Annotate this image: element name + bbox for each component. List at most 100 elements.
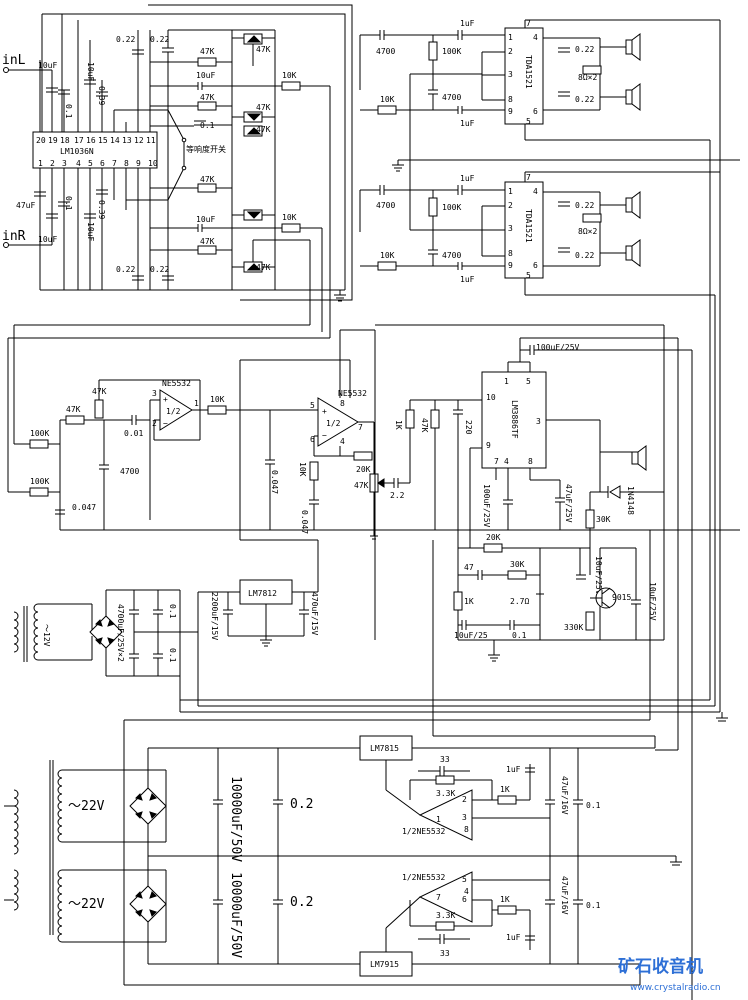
svg-text:1uF: 1uF: [506, 933, 521, 942]
cap-10uF-3: 10uF: [38, 235, 57, 244]
lm3886-label: LM3886TF: [510, 400, 519, 439]
svg-text:4: 4: [464, 887, 469, 896]
svg-text:0.22: 0.22: [575, 251, 594, 260]
loudness-switch-contact-1[interactable]: [181, 137, 187, 143]
lm7815-label: LM7815: [370, 744, 399, 753]
svg-text:0.1: 0.1: [512, 631, 527, 640]
svg-text:220: 220: [464, 420, 473, 435]
svg-text:0.047: 0.047: [270, 470, 279, 494]
svg-text:100K: 100K: [442, 203, 461, 212]
svg-text:3: 3: [152, 389, 157, 398]
svg-text:33: 33: [440, 949, 450, 958]
watermark-url: www.crystalradio.cn: [630, 983, 721, 993]
svg-text:1uF: 1uF: [506, 765, 521, 774]
lm1036-caps: 10uF 0.1 10uF 0.39 0.22 0.22 47uF 10uF 0…: [16, 30, 174, 290]
svg-text:5: 5: [526, 377, 531, 386]
svg-text:2: 2: [462, 795, 467, 804]
speaker-top-2: [625, 89, 633, 105]
opamp-half-top: [418, 789, 473, 841]
lm1036-pin-bottom: 2: [50, 159, 55, 168]
svg-text:10K: 10K: [282, 213, 297, 222]
ne5532-b-label: NE5532: [338, 389, 367, 398]
svg-text:9: 9: [486, 441, 491, 450]
svg-text:1K: 1K: [464, 597, 474, 606]
cap-10uF-4: 10uF: [86, 222, 95, 241]
svg-text:1N4148: 1N4148: [626, 486, 635, 515]
lm1036-pin-bottom: 8: [124, 159, 129, 168]
svg-text:4700: 4700: [442, 93, 461, 102]
svg-text:10uF: 10uF: [196, 71, 215, 80]
svg-text:30K: 30K: [510, 560, 525, 569]
lm1036-label: LM1036N: [60, 147, 94, 156]
svg-text:47K: 47K: [256, 125, 271, 134]
svg-text:7: 7: [494, 457, 499, 466]
svg-text:100K: 100K: [442, 47, 461, 56]
input-left-jack[interactable]: [3, 67, 9, 73]
svg-text:9015: 9015: [612, 593, 631, 602]
lm1036-wiring: [8, 20, 345, 291]
outer-bus-lines: [41, 4, 353, 301]
svg-text:1: 1: [508, 33, 513, 42]
speaker-bottom-1: [625, 197, 633, 213]
svg-text:0.1: 0.1: [586, 801, 601, 810]
cap-10uF-1: 10uF: [38, 61, 57, 70]
svg-text:2.7Ω: 2.7Ω: [510, 597, 529, 606]
svg-text:7: 7: [526, 19, 531, 28]
transformer-12v: ～12V 4700uF/25V×2 0.1 0.1: [13, 589, 728, 722]
svg-text:9: 9: [508, 107, 513, 116]
opamp-ne5532-b: [317, 397, 359, 447]
lm1036-pin-top: 17: [74, 136, 84, 145]
svg-text:10K: 10K: [210, 395, 225, 404]
lm1036-pin-bottom: 10: [148, 159, 158, 168]
svg-text:3.3K: 3.3K: [436, 789, 455, 798]
tda1521-bottom: TDA1521 1 2 3 8 9 4 6 7 5 4700 1uF 100K …: [359, 20, 740, 712]
svg-text:0.22: 0.22: [575, 201, 594, 210]
input-right-label: inR: [2, 229, 26, 244]
lm1036-pots: 47K 47K 10uF 10K 47K 47K 0.1 47K: [7, 29, 346, 493]
watermark: 矿石收音机 www.crystalradio.cn: [618, 956, 721, 993]
svg-text:30K: 30K: [596, 515, 611, 524]
loudness-switch-label: 等响度开关: [186, 144, 226, 154]
opamp-ne5532-a: [159, 389, 193, 431]
svg-text:1: 1: [504, 377, 509, 386]
svg-text:47K: 47K: [256, 45, 271, 54]
svg-text:100uF/25V: 100uF/25V: [482, 484, 491, 528]
mute-circuit: 20K 47 30K 1K 2.7Ω 10uF/25 0.1 10uF/25V …: [453, 533, 664, 662]
svg-text:8: 8: [340, 399, 345, 408]
svg-text:9: 9: [508, 261, 513, 270]
svg-text:10: 10: [486, 393, 496, 402]
svg-text:47K: 47K: [420, 418, 429, 433]
svg-text:3: 3: [536, 417, 541, 426]
cap-022-4: 0.22: [150, 265, 169, 274]
svg-text:0.22: 0.22: [575, 95, 594, 104]
svg-text:8: 8: [528, 457, 533, 466]
svg-text:4: 4: [533, 33, 538, 42]
svg-text:4700uF/25V×2: 4700uF/25V×2: [116, 604, 125, 662]
svg-text:470uF/15V: 470uF/15V: [310, 592, 319, 636]
svg-text:5: 5: [310, 401, 315, 410]
speaker-top-1: [625, 39, 633, 55]
lm1036-pin-bottom: 3: [62, 159, 67, 168]
svg-text:47K: 47K: [66, 405, 81, 414]
lm1036-pin-top: 12: [134, 136, 144, 145]
svg-text:7: 7: [526, 173, 531, 182]
lm7812-label: LM7812: [248, 589, 277, 598]
svg-text:4700: 4700: [376, 47, 395, 56]
svg-text:47K: 47K: [354, 481, 369, 490]
input-jacks: inL inR: [2, 53, 26, 248]
loudness-switch-contact-2[interactable]: [181, 165, 187, 171]
lm1036-pin-top: 16: [86, 136, 96, 145]
svg-text:3: 3: [462, 813, 467, 822]
lm1036-pin-top: 14: [110, 136, 120, 145]
trans-12v-label: ～12V: [42, 624, 51, 647]
ne5532-a-label: NE5532: [162, 379, 191, 388]
svg-text:100K: 100K: [30, 429, 49, 438]
svg-text:10uF/25V: 10uF/25V: [594, 556, 603, 595]
svg-text:47uF/16V: 47uF/16V: [560, 876, 569, 915]
svg-text:4: 4: [504, 457, 509, 466]
svg-text:−: −: [322, 431, 327, 440]
svg-text:8: 8: [464, 825, 469, 834]
lm1036-pin-top: 11: [146, 136, 156, 145]
input-right-jack[interactable]: [3, 242, 9, 248]
